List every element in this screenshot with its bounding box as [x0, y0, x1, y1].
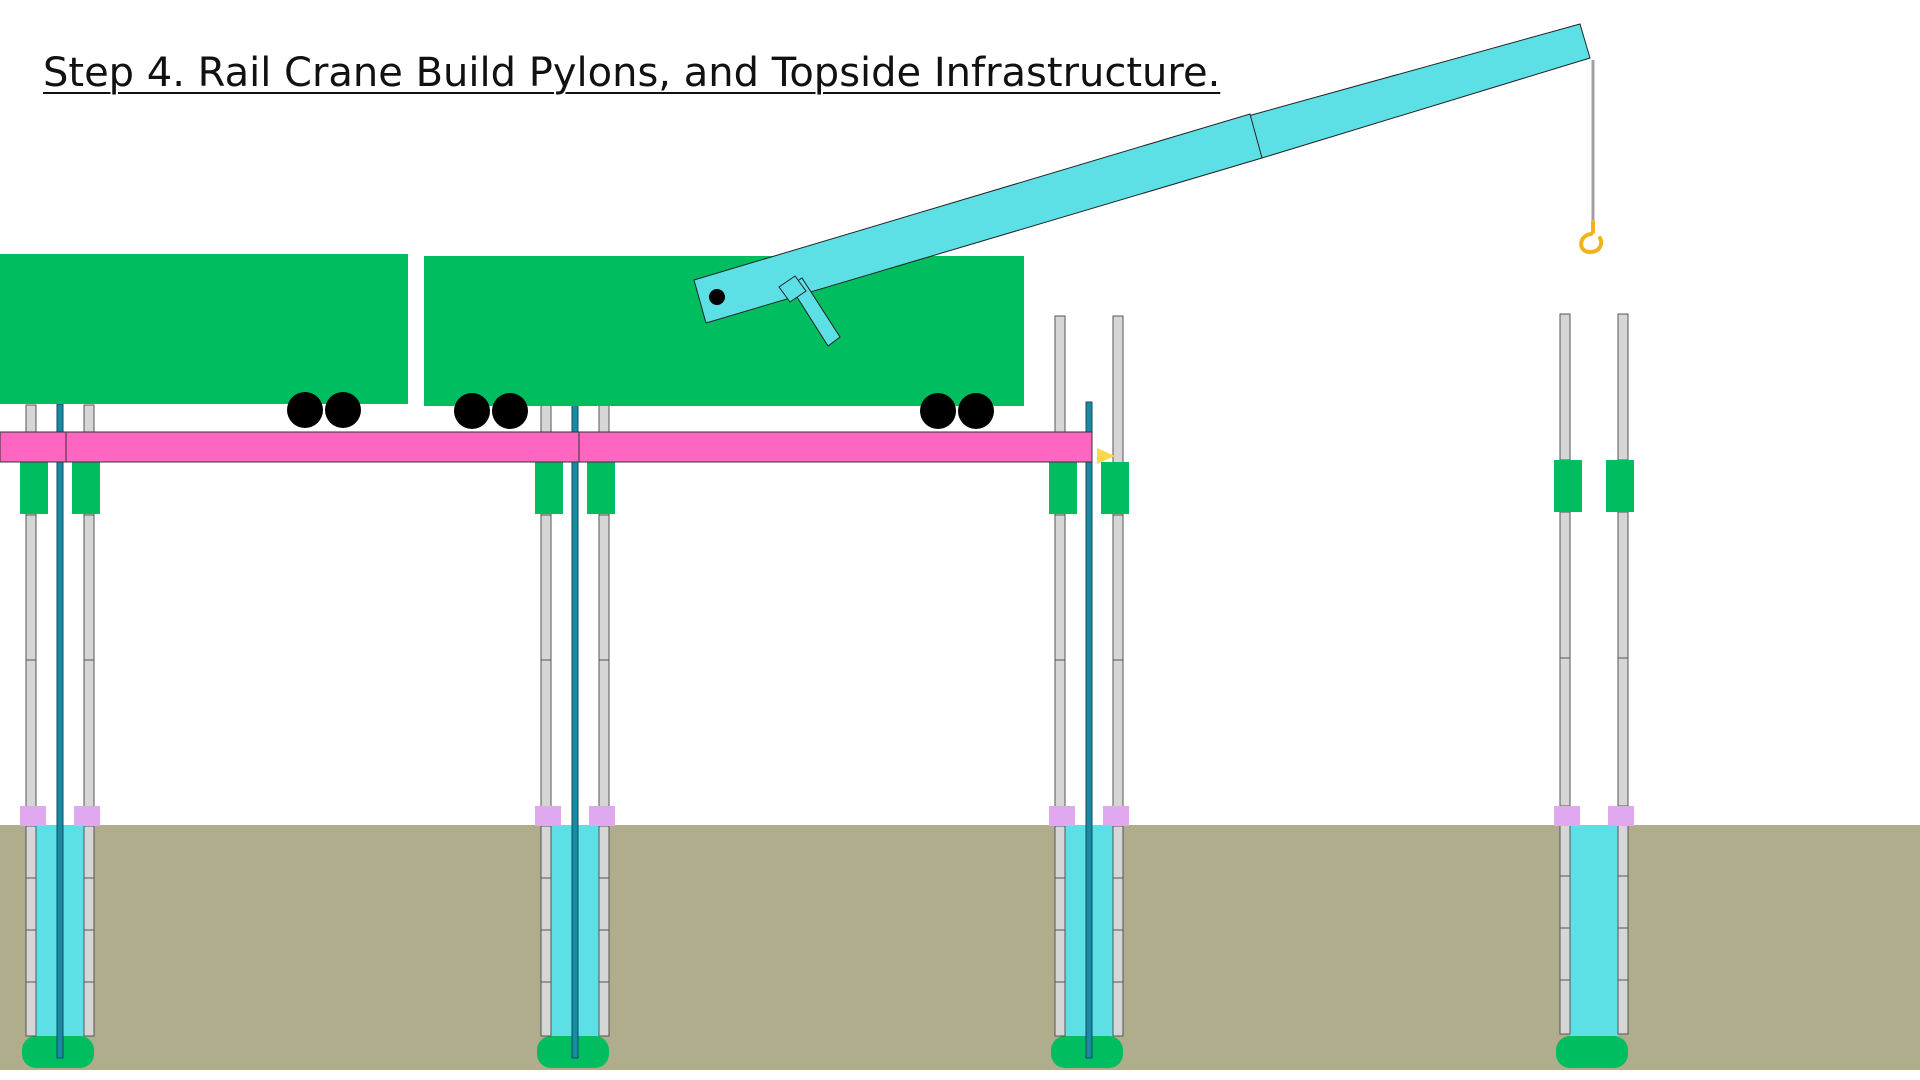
pylon-segment: [1559, 875, 1571, 929]
rail-car-body: [0, 254, 408, 404]
pylon-segment: [540, 825, 552, 879]
pylon-segment: [1559, 313, 1571, 461]
pylon-segment: [540, 659, 552, 809]
wheel-icon: [920, 393, 956, 429]
pylon-segment: [540, 929, 552, 983]
pylon-segment: [1559, 511, 1571, 659]
pylon-cap-block: [1049, 462, 1077, 514]
pylon-segment: [83, 514, 95, 661]
pylon-segment: [598, 825, 610, 879]
wheel-icon: [325, 392, 361, 428]
pylon-pad: [1103, 806, 1129, 826]
pylon-segment: [83, 877, 95, 931]
step-title: Step 4. Rail Crane Build Pylons, and Top…: [43, 50, 1221, 96]
pylon-segment: [25, 514, 37, 661]
pylon-pad: [1608, 806, 1634, 826]
pylon-segment: [1617, 823, 1629, 877]
pylon-pad: [74, 806, 100, 826]
pivot-pin-icon: [709, 289, 725, 305]
rail-beam-segment: [65, 431, 580, 463]
ground: [0, 825, 1920, 1070]
pylon-segment: [1617, 313, 1629, 461]
pylon-cap-block: [20, 462, 48, 514]
pylon-pad: [589, 806, 615, 826]
pylon-segment: [1559, 927, 1571, 981]
rail-beam-segment: [0, 431, 67, 463]
pylon-segment: [83, 929, 95, 983]
pylon-cap-block: [587, 462, 615, 514]
wheel-icon: [454, 393, 490, 429]
crane-boom-tip: [1247, 23, 1591, 159]
pylon-segment: [1112, 981, 1124, 1037]
pylon-segment: [540, 981, 552, 1037]
pylon-pad: [1049, 806, 1075, 826]
pylon-pad: [20, 806, 46, 826]
rail-beam-segment: [578, 431, 1093, 463]
pylon-segment: [83, 825, 95, 879]
pylon-cap-block: [1101, 462, 1129, 514]
pylon-rod: [56, 403, 64, 1059]
pylon-segment: [1617, 657, 1629, 807]
rail-car-rear: [0, 254, 408, 428]
pylon-segment: [1112, 929, 1124, 983]
pylon-segment: [1112, 877, 1124, 931]
pylon-cap-block: [1606, 460, 1634, 512]
pylon-segment: [1054, 877, 1066, 931]
pylon-segment: [540, 514, 552, 661]
pylon-segment: [83, 659, 95, 809]
pylon-segment: [1112, 514, 1124, 661]
crane-boom-base: [693, 113, 1263, 324]
marker-arrow-icon: [1097, 448, 1115, 464]
wheel-icon: [492, 393, 528, 429]
crane-piston-head: [778, 275, 807, 303]
pylon-segment: [1617, 927, 1629, 981]
pylon-segment: [83, 981, 95, 1037]
pylon-segment: [1054, 929, 1066, 983]
pylon-rod: [571, 403, 579, 1059]
pylon-segment: [598, 929, 610, 983]
pylon-water-fill: [1570, 825, 1618, 1038]
pylon-segment: [1617, 875, 1629, 929]
pylon-segment: [1559, 979, 1571, 1035]
pylon-segment: [1054, 825, 1066, 879]
pylon-group: [20, 313, 1634, 1068]
pylon-segment: [598, 877, 610, 931]
pylon-segment: [25, 877, 37, 931]
pylon-segment: [1112, 659, 1124, 809]
pylon-segment: [1559, 823, 1571, 877]
pylon-segment: [25, 981, 37, 1037]
pylon-segment: [1112, 825, 1124, 879]
pylon-segment: [25, 659, 37, 809]
pylon-segment: [540, 877, 552, 931]
pylon-pad: [535, 806, 561, 826]
pylon-segment: [598, 514, 610, 661]
pylon-segment: [1054, 981, 1066, 1037]
pylon-segment: [1112, 315, 1124, 466]
pylon-rod: [1085, 401, 1093, 1059]
pylon-segment: [25, 929, 37, 983]
pylon-pad: [1554, 806, 1580, 826]
pylon-segment: [1559, 657, 1571, 807]
crane-hook-icon: [1579, 220, 1604, 255]
pylon-segment: [598, 659, 610, 809]
wheel-icon: [958, 393, 994, 429]
pylon-segment: [598, 981, 610, 1037]
pylon-cap-block: [1554, 460, 1582, 512]
pylon-segment: [1054, 659, 1066, 809]
pylon-segment: [1617, 979, 1629, 1035]
pylon-segment: [1054, 514, 1066, 661]
pylon-cap-block: [72, 462, 100, 514]
wheel-icon: [287, 392, 323, 428]
crane: [693, 23, 1604, 347]
pylon-segment: [25, 825, 37, 879]
pylon-segment: [1617, 511, 1629, 659]
rail-beam: [0, 431, 1093, 463]
pylon-foot: [1556, 1036, 1628, 1068]
pylon-cap-block: [535, 462, 563, 514]
